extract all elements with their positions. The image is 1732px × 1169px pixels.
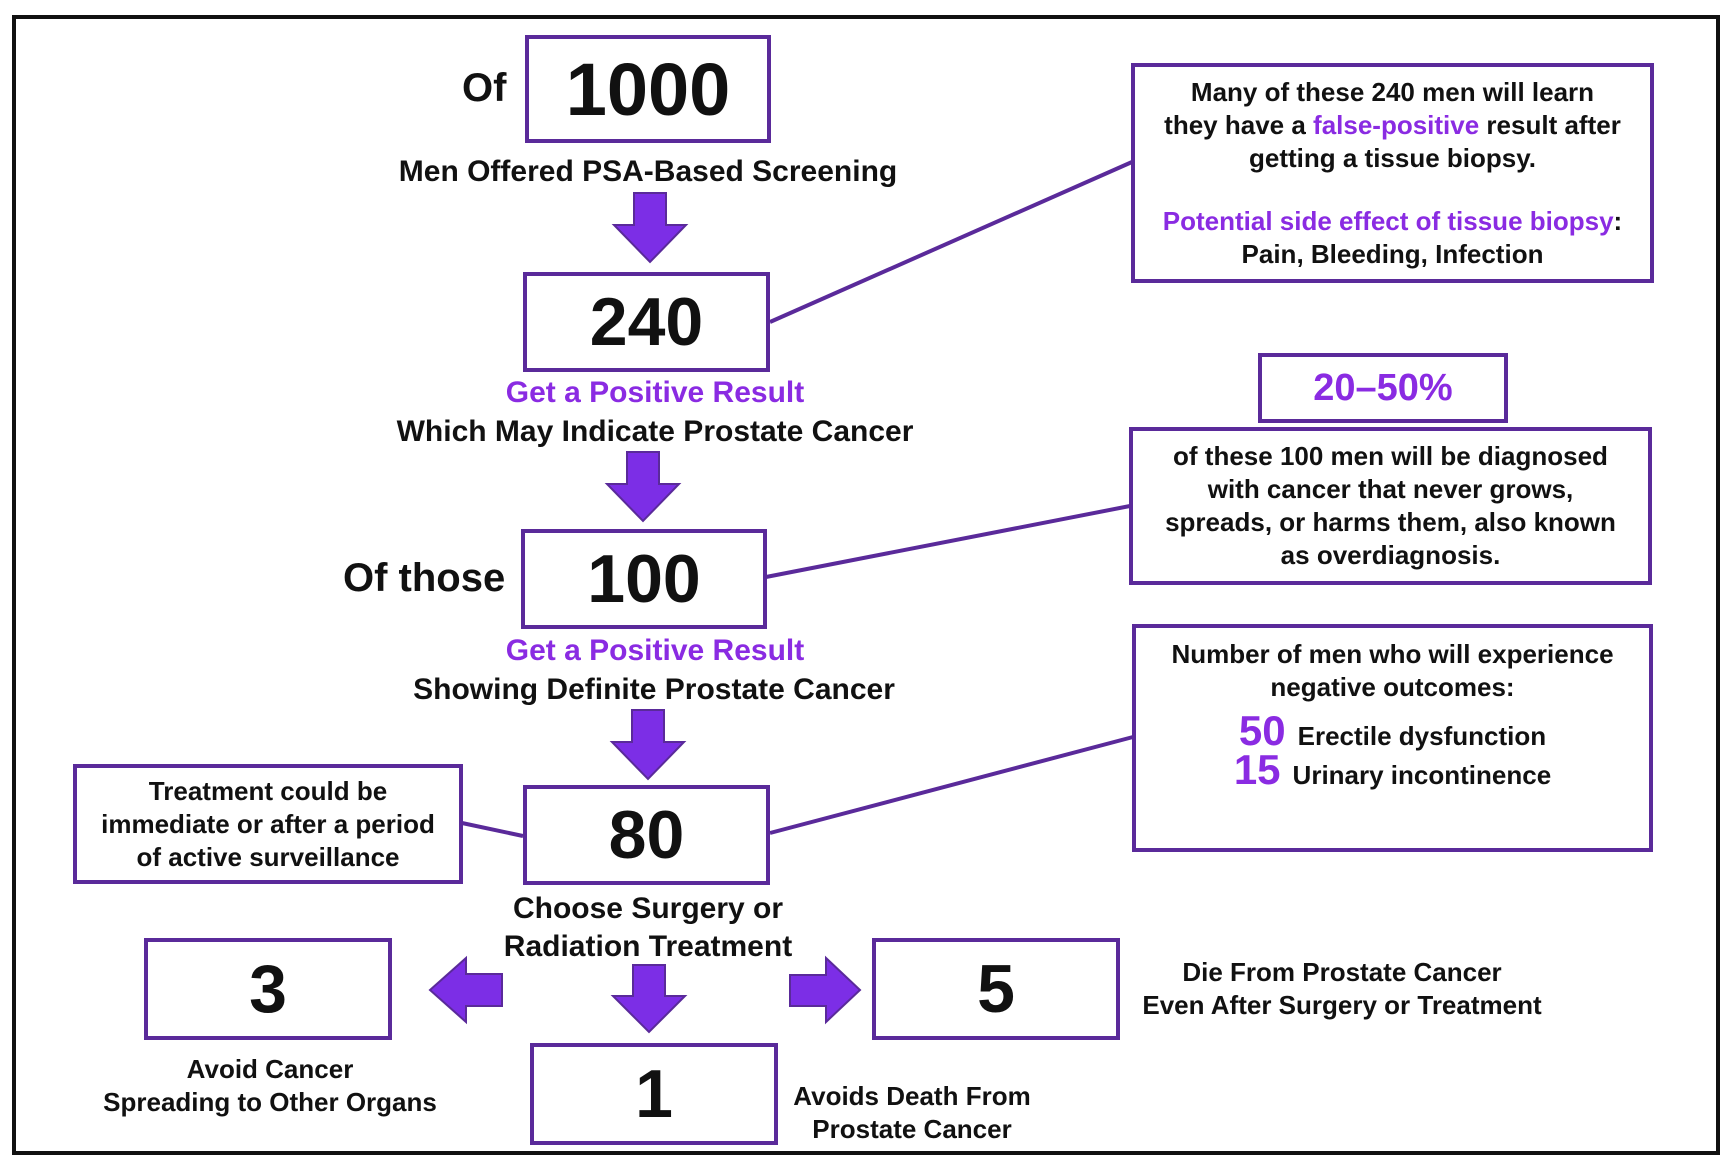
note-negative-line2: negative outcomes:: [1270, 672, 1515, 702]
step1-label: Men Offered PSA-Based Screening: [398, 155, 898, 188]
note-biopsy-line1: Many of these 240 men will learn: [1190, 76, 1595, 107]
note-biopsy-side-effect-heading: Potential side effect of tissue biopsy:: [1163, 205, 1622, 238]
outcome-center-value: 1: [635, 1056, 673, 1132]
step1-prefix: Of: [462, 66, 507, 110]
outcome-center-label-line1: Avoids Death From: [793, 1081, 1031, 1111]
outcome-center-label-line2: Prostate Cancer: [812, 1114, 1012, 1144]
step1-value: 1000: [565, 47, 731, 131]
connector-80-to-negative-note: [769, 735, 1134, 835]
note-biopsy-line2: they have a false-positive result after: [1164, 109, 1621, 142]
note-negative-outcomes: Number of men who will experience negati…: [1132, 624, 1653, 852]
outcome-left-label-line1: Avoid Cancer: [186, 1054, 354, 1084]
outcome-left-value: 3: [249, 951, 287, 1027]
outcome-left-box: 3: [144, 938, 392, 1040]
stat-incontinence-label: Urinary incontinence: [1292, 760, 1552, 790]
connector-80-to-treatment-note: [461, 821, 524, 838]
step2-highlight: Get a Positive Result: [505, 376, 805, 409]
step3-prefix: Of those: [343, 556, 506, 600]
note-overdiagnosis-line2: with cancer that never grows,: [1207, 474, 1574, 504]
note-overdiagnosis: of these 100 men will be diagnosed with …: [1129, 427, 1652, 585]
step4-label-line2: Radiation Treatment: [503, 930, 793, 963]
note-treatment: Treatment could be immediate or after a …: [73, 764, 463, 884]
note-biopsy-false-positive: false-positive: [1313, 109, 1480, 140]
note-negative-line1: Number of men who will experience: [1171, 639, 1614, 669]
arrow-down-3: [609, 709, 687, 781]
note-negative-stat-1: 50 Erectile dysfunction: [1238, 707, 1547, 754]
stat-erectile-label: Erectile dysfunction: [1297, 721, 1547, 751]
diagram-frame: [12, 15, 1720, 1155]
note-overdiagnosis-line4: as overdiagnosis.: [1280, 540, 1501, 570]
outcome-right-value: 5: [977, 951, 1015, 1027]
note-biopsy-side-effects: Pain, Bleeding, Infection: [1241, 238, 1544, 269]
note-overdiagnosis-line1: of these 100 men will be diagnosed: [1173, 441, 1608, 471]
arrow-left: [428, 955, 503, 1025]
outcome-right-box: 5: [872, 938, 1120, 1040]
note-overdiagnosis-percent-box: 20–50%: [1258, 353, 1508, 423]
note-treatment-line1: Treatment could be: [148, 775, 388, 806]
step3-label: Showing Definite Prostate Cancer: [413, 673, 895, 706]
outcome-right-label-line1: Die From Prostate Cancer: [1182, 957, 1502, 987]
step3-value-box: 100: [521, 529, 767, 629]
outcome-right-label-line2: Even After Surgery or Treatment: [1142, 990, 1542, 1020]
note-biopsy-colon: :: [1613, 205, 1623, 236]
step1-value-box: 1000: [525, 35, 771, 143]
step4-value: 80: [608, 797, 685, 873]
step4-label-line1: Choose Surgery or: [512, 892, 784, 925]
step3-value: 100: [587, 541, 701, 617]
note-treatment-line2: immediate or after a period: [101, 808, 435, 839]
outcome-center-box: 1: [530, 1043, 778, 1145]
arrow-down-4: [610, 964, 688, 1034]
note-negative-stat-2: 15 Urinary incontinence: [1233, 746, 1552, 793]
arrow-right: [789, 955, 862, 1025]
note-biopsy: Many of these 240 men will learn they ha…: [1131, 63, 1654, 283]
note-biopsy-line2-pre: they have a: [1164, 109, 1314, 140]
connector-240-to-biopsy-note: [769, 160, 1133, 324]
step2-value-box: 240: [523, 272, 770, 372]
note-treatment-line3: of active surveillance: [136, 841, 400, 872]
note-biopsy-line3: getting a tissue biopsy.: [1248, 142, 1536, 173]
arrow-down-1: [611, 192, 689, 264]
note-overdiagnosis-line3: spreads, or harms them, also known: [1165, 507, 1616, 537]
stat-incontinence-value: 15: [1233, 746, 1281, 793]
step2-value: 240: [589, 284, 704, 360]
connector-100-to-overdiagnosis-note: [765, 504, 1131, 579]
stat-erectile-value: 50: [1238, 707, 1286, 754]
step4-value-box: 80: [523, 785, 770, 885]
step3-highlight: Get a Positive Result: [505, 634, 805, 667]
arrow-down-2: [604, 451, 682, 523]
note-biopsy-line2-post: result after: [1479, 109, 1621, 140]
step2-label: Which May Indicate Prostate Cancer: [396, 415, 914, 448]
note-biopsy-side-effect-label: Potential side effect of tissue biopsy: [1162, 205, 1614, 236]
note-overdiagnosis-percent: 20–50%: [1313, 366, 1453, 409]
outcome-left-label-line2: Spreading to Other Organs: [103, 1087, 437, 1117]
